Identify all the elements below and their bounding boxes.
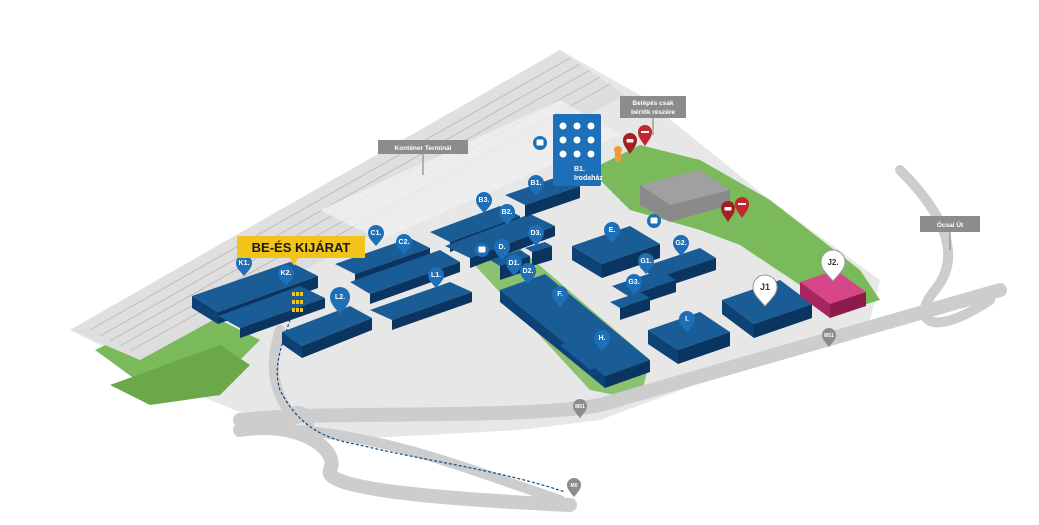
no-entry-icon xyxy=(735,197,749,218)
pin-d1: D1. xyxy=(506,255,522,276)
pin-label-d: D. xyxy=(499,244,506,251)
pin-label-c1: C1. xyxy=(371,230,382,237)
pin-c1: C1. xyxy=(368,225,384,246)
building-g3 xyxy=(610,292,650,308)
pin-g1: G1. xyxy=(638,253,654,274)
roundabout xyxy=(282,406,314,438)
pin-l1: L1. xyxy=(428,267,444,288)
belepes-label-line1: Belépés csak xyxy=(632,100,674,107)
building-b2 xyxy=(445,214,555,258)
pin-label-g2: G2. xyxy=(675,240,686,247)
building-j2 xyxy=(800,270,866,304)
pin-label-g1: G1. xyxy=(640,258,651,265)
pin-label-b1: B1. xyxy=(531,180,542,187)
building-l2 xyxy=(282,306,372,346)
building-h xyxy=(560,328,640,370)
exit-label: BE-ÉS KIJÁRAT xyxy=(252,240,351,255)
road-label-m51-a: M51 xyxy=(575,404,585,410)
pin-label-l1: L1. xyxy=(431,272,441,279)
pin-label-d3: D3. xyxy=(531,230,542,237)
pin-label-k2: K2. xyxy=(281,270,292,277)
pin-b3: B3. xyxy=(476,192,492,213)
bus-icon xyxy=(647,214,661,228)
road-marker-m0: M0 xyxy=(567,478,581,497)
pin-label-b2: B2. xyxy=(502,209,513,216)
info-icon xyxy=(614,146,622,162)
bus-icon xyxy=(475,243,489,257)
exit-route xyxy=(276,299,566,493)
pin-k2: K2. xyxy=(278,265,294,286)
pin-label-l2: L2. xyxy=(335,294,345,301)
pin-label-j1: J1 xyxy=(760,282,770,292)
pin-d: D. xyxy=(494,239,510,260)
pin-label-f: F. xyxy=(557,291,563,298)
pin-l2: L2. xyxy=(330,287,350,314)
pin-i: I. xyxy=(679,311,695,332)
pin-label-g3: G3. xyxy=(628,279,639,286)
road-label-m0: M0 xyxy=(571,483,578,489)
pin-f: F. xyxy=(552,286,568,307)
kontener-terminal-label: Konténer Terminál xyxy=(395,145,452,152)
pin-d2: D2. xyxy=(520,263,536,284)
building-e xyxy=(572,226,660,264)
bus-icon xyxy=(533,136,547,150)
building-g1 xyxy=(612,270,676,296)
building-c2 xyxy=(350,250,460,294)
pin-h: H. xyxy=(594,330,610,351)
belepes-sign: Belépés csak bérlők részére xyxy=(620,96,686,135)
pin-j1: J1 xyxy=(752,274,778,307)
pin-label-b3: B3. xyxy=(479,197,490,204)
road-marker-m51-b: M51 xyxy=(822,328,836,347)
road-label-m51-b: M51 xyxy=(824,333,834,339)
pin-label-e: E. xyxy=(609,227,616,234)
pin-label-i: I. xyxy=(685,316,689,323)
car-icon xyxy=(721,201,735,222)
pin-c2: C2. xyxy=(396,234,412,255)
road-marker-m51-a: M51 xyxy=(573,399,587,418)
pin-label-k1: K1. xyxy=(239,260,250,267)
pin-g3: G3. xyxy=(626,274,642,295)
pin-label-d1: D1. xyxy=(509,260,520,267)
b1-office-panel: B1. Irodaház xyxy=(553,114,603,186)
grey-warehouse xyxy=(640,170,730,222)
pin-b1: B1. xyxy=(528,175,544,196)
b1-label: B1. xyxy=(574,166,585,173)
kontener-terminal-sign: Konténer Terminál xyxy=(378,140,468,175)
building-l1 xyxy=(370,282,472,320)
pin-g2: G2. xyxy=(673,235,689,256)
pin-k1: K1. xyxy=(236,255,252,276)
pin-label-h: H. xyxy=(599,335,606,342)
building-k2 xyxy=(218,286,325,328)
pin-j2: J2. xyxy=(820,249,846,282)
no-entry-icon xyxy=(638,125,652,146)
car-icon xyxy=(623,133,637,154)
belepes-label-line2: bérlők részére xyxy=(631,109,675,116)
pin-e: E. xyxy=(604,222,620,243)
building-d3 xyxy=(525,242,552,252)
pin-label-j2: J2. xyxy=(827,258,838,267)
building-b3 xyxy=(430,206,520,242)
pin-label-c2: C2. xyxy=(399,239,410,246)
exit-entrance-callout: BE-ÉS KIJÁRAT xyxy=(237,236,365,312)
building-pins: K1. K2. L2. L1. C1. C2. B3. B2. xyxy=(236,175,846,351)
ocsai-ut-sign: Ócsai Út xyxy=(920,216,980,250)
irodahaz-label: Irodaház xyxy=(574,175,603,182)
pin-label-d2: D2. xyxy=(523,268,534,275)
pin-d3: D3. xyxy=(528,225,544,246)
building-i xyxy=(648,312,730,350)
ocsai-ut-label: Ócsai Út xyxy=(937,220,964,229)
pin-b2: B2. xyxy=(499,204,515,225)
